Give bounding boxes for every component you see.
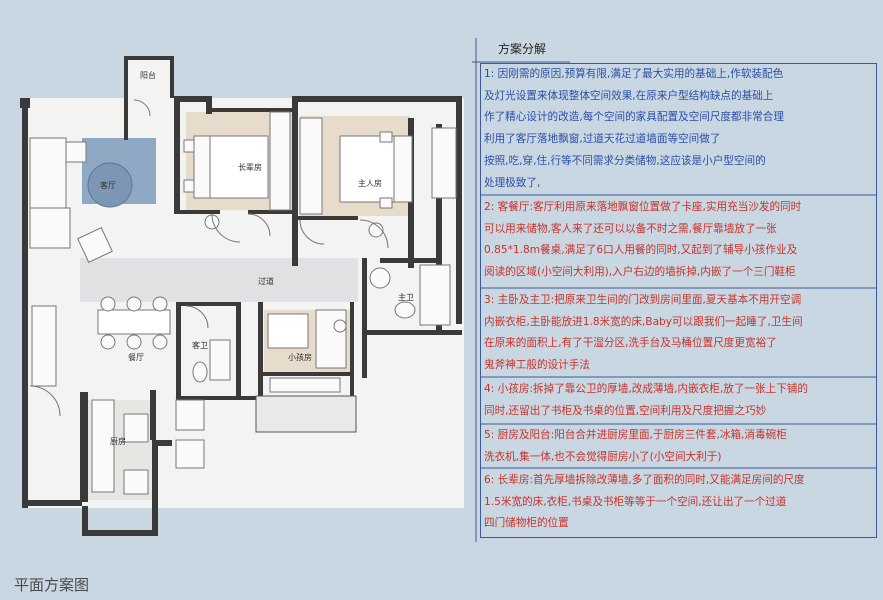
notes-frame (472, 38, 877, 542)
room-label-corridor: 过道 (258, 276, 274, 286)
note-line: 鬼斧神工般的设计手法 (484, 359, 590, 372)
room-label-living: 客厅 (100, 180, 116, 190)
note-section-3: 3: 主卧及主卫:把原来卫生间的门改到房间里面,夏天基本不用开空调内嵌衣柜,主卧… (484, 290, 803, 377)
room-label-master-bath: 主卫 (398, 292, 414, 302)
note-line: 利用了客厅落地飘窗,过道天花过道墙面等空间做了 (484, 133, 721, 146)
room-label-kids: 小孩房 (288, 352, 312, 362)
note-section-2: 2: 客餐厅:客厅利用原来落地飘窗位置做了卡座,实用充当沙发的同时可以用来储物,… (484, 197, 801, 284)
furniture (29, 99, 457, 495)
room-label-dining: 餐厅 (128, 353, 144, 362)
floor-areas (22, 58, 464, 508)
room-labels: 阳台 客厅 长辈房 主人房 过道 主卫 餐厅 客卫 小孩房 厨房 (100, 70, 414, 446)
note-line: 按照,吃,穿,住,行等不同需求分类储物,这应该是小户型空间的 (484, 154, 766, 167)
plan-caption: 平面方案图 (14, 576, 90, 594)
notes-title: 方案分解 (498, 42, 547, 56)
room-label-balcony: 阳台 (140, 70, 156, 80)
note-line: 及灯光设置来体现整体空间效果,在原来户型结构缺点的基础上 (484, 89, 774, 102)
note-section-5: 5: 厨房及阳台:阳台合并进厨房里面,于厨房三件套,冰箱,消毒碗柜洗衣机,集一体… (484, 425, 787, 468)
room-label-guest-bath: 客卫 (192, 340, 208, 350)
note-section-1: 1: 因刚需的原因,预算有限,满足了最大实用的基础上,作软装配色及灯光设置来体现… (484, 64, 784, 194)
floor-plan: 阳台 客厅 长辈房 主人房 过道 主卫 餐厅 客卫 小孩房 厨房 (20, 56, 464, 536)
note-line: 3: 主卧及主卫:把原来卫生间的门改到房间里面,夏天基本不用开空调 (484, 294, 802, 306)
note-line: 洗衣机,集一体,也不会觉得厨房小了(小空间大利于) (484, 450, 722, 463)
note-section-4: 4: 小孩房:拆掉了靠公卫的厚墙,改成薄墙,内嵌衣柜,放了一张上下铺的同时,还留… (484, 379, 808, 422)
note-line: 1.5米宽的床,衣柜,书桌及书柜等等于一个空间,还让出了一个过道 (484, 495, 787, 508)
note-line: 作了精心设计的改造,每个空间的家具配置及空间尺度都非常合理 (484, 111, 784, 124)
note-line: 2: 客餐厅:客厅利用原来落地飘窗位置做了卡座,实用充当沙发的同时 (484, 201, 802, 213)
note-line: 四门储物柜的位置 (484, 517, 569, 530)
note-line: 0.85*1.8m餐桌,满足了6口人用餐的同时,又起到了辅导小孩作业及 (484, 244, 798, 257)
room-label-kitchen: 厨房 (110, 436, 126, 446)
room-label-master: 主人房 (358, 178, 382, 188)
note-line: 5: 厨房及阳台:阳台合并进厨房里面,于厨房三件套,冰箱,消毒碗柜 (484, 429, 787, 441)
note-line: 内嵌衣柜,主卧能放进1.8米宽的床,Baby可以跟我们一起睡了,卫生间 (484, 315, 803, 328)
note-line: 1: 因刚需的原因,预算有限,满足了最大实用的基础上,作软装配色 (484, 68, 784, 80)
note-line: 4: 小孩房:拆掉了靠公卫的厚墙,改成薄墙,内嵌衣柜,放了一张上下铺的 (484, 383, 808, 395)
note-line: 6: 长辈房:首先厚墙拆除改薄墙,多了面积的同时,又能满足房间的尺度 (484, 474, 805, 486)
room-label-elder: 长辈房 (238, 162, 262, 172)
note-line: 可以用来储物,客人来了还可以以备不时之需,餐厅靠墙放了一张 (484, 222, 777, 235)
note-line: 同时,还留出了书柜及书桌的位置,空间利用及尺度把握之巧妙 (484, 404, 767, 417)
note-line: 阅读的区域(小空间大利用),入户右边的墙拆掉,内嵌了一个三门鞋柜 (484, 266, 796, 279)
walls (20, 56, 462, 536)
note-line: 处理极致了, (484, 176, 541, 189)
note-line: 在原来的面积上,有了干湿分区,洗手台及马桶位置尺度更宽裕了 (484, 337, 777, 350)
note-section-6: 6: 长辈房:首先厚墙拆除改薄墙,多了面积的同时,又能满足房间的尺度 1.5米宽的… (484, 470, 805, 535)
